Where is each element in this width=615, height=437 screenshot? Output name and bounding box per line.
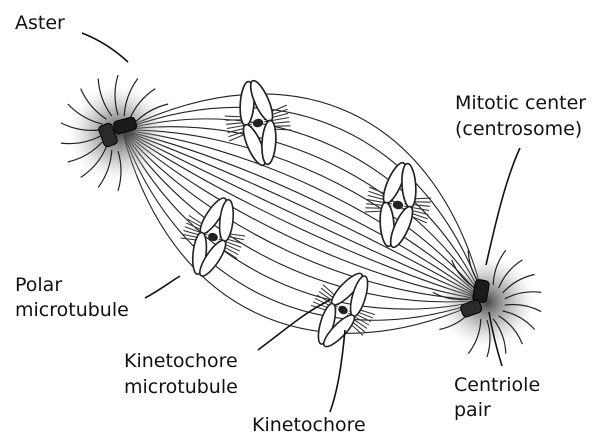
polar-microtubule-leader — [145, 276, 180, 298]
label-mitotic-center-line2: (centrosome) — [455, 118, 582, 140]
chromatid-arm — [261, 120, 278, 165]
kinetochore-dot — [207, 232, 219, 243]
label-centriole-line1: Centriole — [454, 374, 540, 396]
label-polar-line2: microtubule — [15, 299, 129, 321]
labels: Aster Mitotic center (centrosome) Polar … — [15, 12, 586, 436]
spindle-microtubule — [122, 130, 484, 300]
spindle-microtubule — [122, 130, 484, 300]
spindle-microtubule — [122, 130, 484, 300]
right-aster — [433, 250, 541, 357]
chromosome — [170, 187, 255, 286]
spindle-microtubule — [122, 130, 484, 300]
label-aster: Aster — [15, 12, 65, 34]
chromosome — [219, 74, 296, 172]
aster-leader — [82, 33, 128, 62]
left-aster — [61, 75, 168, 191]
label-polar-line1: Polar — [15, 274, 62, 296]
chromatid-arm — [401, 163, 418, 208]
right-centrosome-halo — [439, 256, 535, 348]
spindle-microtubule — [122, 130, 484, 333]
mitotic-center-leader — [486, 148, 520, 265]
spindle-microtubule — [122, 130, 484, 300]
spindle-microtubule — [122, 94, 484, 300]
label-kinetochore-microtubule-line2: microtubule — [124, 376, 238, 398]
label-kinetochore-microtubule-line1: Kinetochore — [124, 350, 238, 372]
spindle-microtubule — [122, 130, 484, 300]
spindle-microtubule — [122, 107, 484, 300]
spindle-microtubules — [122, 94, 484, 333]
kinetochore-dot — [252, 118, 264, 128]
chromosomes — [170, 74, 436, 361]
spindle-microtubule — [122, 130, 484, 300]
spindle-microtubule — [122, 130, 484, 300]
kinetochore-dot — [337, 304, 350, 316]
label-centriole-line2: pair — [454, 399, 491, 421]
label-mitotic-center-line1: Mitotic center — [455, 92, 586, 114]
label-kinetochore: Kinetochore — [252, 414, 366, 436]
